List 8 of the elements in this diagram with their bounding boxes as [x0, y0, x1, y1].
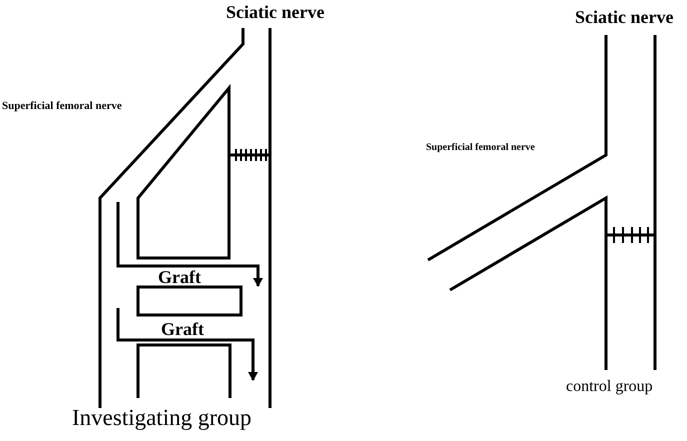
nerve-label: Sciatic nerve [226, 3, 324, 21]
group-caption: control group [566, 379, 653, 395]
group-caption: Investigating group [72, 406, 252, 429]
nerve-label: Superficial femoral nerve [2, 101, 122, 112]
nerve-label: Sciatic nerve [575, 8, 674, 26]
nerve-label: Superficial femoral nerve [426, 143, 535, 153]
graft-label: Graft [161, 320, 204, 338]
graft-label: Graft [158, 268, 201, 286]
